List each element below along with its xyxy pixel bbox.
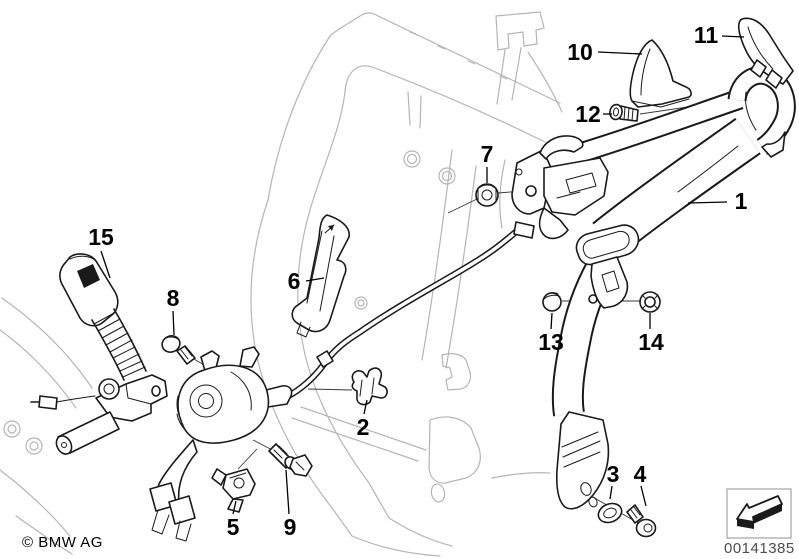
callout-label-13: 13 [538,329,564,355]
seat-backrest-frame-outline [0,11,563,557]
callout-leader-4 [640,485,647,507]
thumbnail-arrow-box [726,488,792,539]
callout-leader-1 [687,201,728,204]
belt-extender-drive-unit [149,346,293,542]
callout-label-6: 6 [288,268,301,294]
callout-leader-15 [100,250,111,279]
callout-leader-3 [609,485,613,500]
nut-part-7 [475,183,499,207]
callout-label-1: 1 [735,188,748,214]
image-number: 00141385 [724,540,795,557]
buckle-press-label [77,264,100,288]
callout-label-15: 15 [88,224,114,250]
callout-label-8: 8 [167,285,180,311]
screw-part-12 [609,103,639,122]
bracket-part-6 [291,214,350,338]
bolt-part-4 [626,504,657,538]
cover-part-10 [629,39,692,108]
callout-leader-11 [721,35,745,38]
bowden-cable [286,228,520,399]
callout-leader-10 [597,51,643,55]
callout-label-14: 14 [638,329,664,355]
belt-latch-tongue [551,224,640,510]
copyright-text: © BMW AG [22,534,103,551]
callout-label-7: 7 [481,141,494,167]
cover-part-11 [737,17,794,89]
callout-label-5: 5 [227,514,240,540]
callout-label-12: 12 [575,101,601,127]
callout-leader-6 [305,277,325,282]
callout-label-9: 9 [284,514,297,540]
callout-leader-5 [232,500,237,515]
callout-leader-9 [285,469,290,515]
callout-label-11: 11 [694,22,719,48]
callout-label-4: 4 [634,461,647,487]
callout-label-10: 10 [567,39,593,65]
seat-belt-buckle-tensioner [30,253,168,455]
callout-leader-8 [172,310,175,336]
callout-leader-2 [363,399,368,415]
screw-part-8 [161,335,196,365]
belt-retractor-mechanism [511,135,609,240]
ball-cap-part-13 [542,292,562,312]
callout-label-3: 3 [607,461,620,487]
belt-lower-anchor [555,411,610,510]
screw-part-9 [268,443,313,477]
washer-part-3 [597,502,623,524]
grommet-part-5 [211,468,256,513]
callout-label-2: 2 [357,414,370,440]
3d-arrow-down-left-icon [736,495,783,529]
cable-collar [316,350,334,368]
cable-clip-part-2 [351,367,388,406]
nut-part-14 [639,291,661,313]
callout-leader-13 [550,312,553,330]
